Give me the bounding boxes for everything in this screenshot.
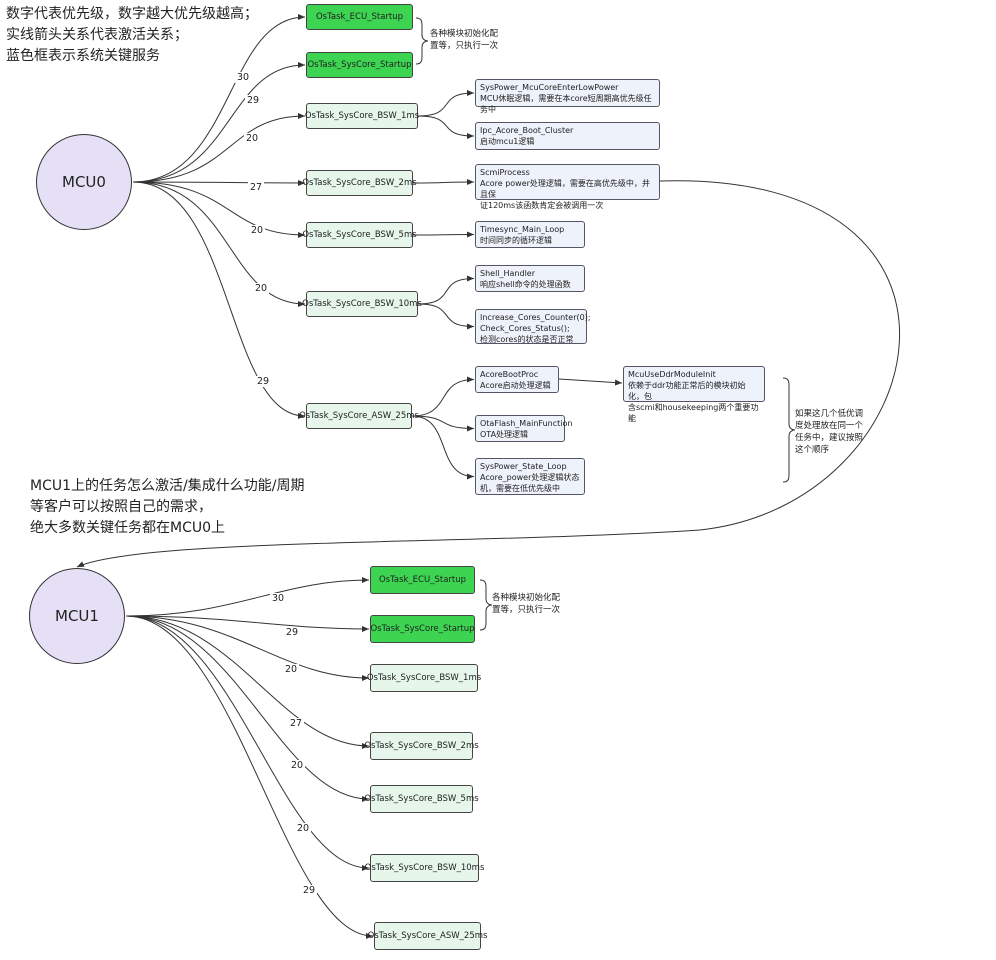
detail-text: 检测cores的状态是否正常 [480, 335, 574, 344]
mcu0-task-box: OsTask_SysCore_ASW_25ms [299, 403, 419, 429]
mcu0-activation-arrow [132, 62, 306, 183]
mcu1-activation-arrow [125, 615, 370, 632]
low-priority-brace [782, 377, 796, 483]
init-note-mcu1: 各种模块初始化配 置等，只执行一次 [492, 593, 561, 615]
detail-text: 依赖于ddr功能正常后的模块初始化，包 含scmi和housekeeping两个… [628, 381, 759, 423]
mcu0-activation-arrow [132, 179, 306, 186]
detail-activation-arrow [411, 415, 475, 480]
mcu0-activation-arrow [132, 181, 306, 419]
detail-title: Ipc_Acore_Boot_Cluster [480, 126, 574, 135]
detail-box: Timesync_Main_Loop 时间同步的循环逻辑 [475, 221, 585, 248]
mcu1-activation-arrow [125, 615, 370, 749]
detail-title: OtaFlash_MainFunction [480, 419, 573, 428]
mcu0-priority-label: 20 [244, 133, 261, 144]
mcu0-task-box: OsTask_SysCore_BSW_1ms [305, 103, 419, 129]
detail-box: Shell_Handler 响应shell命令的处理函数 [475, 265, 585, 292]
mcu0-priority-label: 27 [248, 182, 265, 193]
mcu0-activation-arrow [132, 14, 306, 183]
detail-activation-arrow [417, 115, 475, 139]
mcu0-priority-label: 20 [249, 225, 266, 236]
detail-title: Shell_Handler [480, 269, 536, 278]
mcu1-priority-label: 27 [288, 718, 305, 729]
detail-text: 时间同步的循环逻辑 [480, 236, 552, 245]
mcu1-node: MCU1 [29, 568, 125, 664]
mcu0-task-box: OsTask_SysCore_BSW_10ms [302, 291, 422, 317]
mcu1-task-box: OsTask_SysCore_BSW_1ms [367, 664, 481, 692]
detail-text: 响应shell命令的处理函数 [480, 280, 571, 289]
detail-activation-arrow [412, 179, 475, 186]
chain-arrow [558, 378, 623, 386]
detail-title: Timesync_Main_Loop [480, 225, 565, 234]
init-note-mcu0: 各种模块初始化配 置等，只执行一次 [430, 29, 499, 51]
detail-box: McuUseDdrModuleInit 依赖于ddr功能正常后的模块初始化，包 含… [623, 366, 765, 423]
mcu1-priority-label: 20 [283, 664, 300, 675]
low-priority-note: 如果这几个低优调 度处理放在同一个 任务中，建议按照 这个顺序 [795, 409, 864, 455]
detail-text: Acore power处理逻辑，需要在高优先级中，并且保 证120ms该函数肯定… [480, 179, 650, 210]
detail-text: Acore_power处理逻辑状态 机，需要在低优先级中 [480, 473, 580, 493]
mcu0-priority-label: 29 [245, 95, 262, 106]
mcu1-task-box: OsTask_SysCore_BSW_5ms [364, 785, 479, 813]
mcu0-priority-label: 20 [253, 283, 270, 294]
detail-activation-arrow [417, 275, 475, 305]
mcu1-task-box: OsTask_SysCore_BSW_10ms [365, 854, 484, 882]
detail-activation-arrow [417, 303, 475, 330]
mcu1-task-box: OsTask_SysCore_Startup [370, 615, 475, 643]
mcu1-activation-arrow [125, 615, 370, 802]
mcu1-note: MCU1上的任务怎么激活/集成什么功能/周期 等客户可以按照自己的需求， 绝大多… [30, 478, 305, 536]
detail-text: MCU休眠逻辑，需要在本core短周期高优先级任务中 [480, 94, 652, 114]
init-brace-mcu1 [479, 579, 493, 631]
mcu1-activation-arrow [125, 615, 370, 681]
detail-text: OTA处理逻辑 [480, 430, 529, 439]
mcu1-activation-arrow [125, 615, 374, 939]
mcu0-priority-label: 30 [235, 72, 252, 83]
mcu0-task-box: OsTask_SysCore_Startup [306, 52, 413, 78]
detail-box: Increase_Cores_Counter(0); Check_Cores_S… [475, 309, 591, 344]
mcu1-priority-label: 29 [284, 627, 301, 638]
mcu0-to-mcu1-arrow [76, 180, 901, 568]
mcu0-activation-arrow [132, 181, 306, 238]
mcu0-activation-arrow [132, 113, 306, 183]
detail-text: Acore启动处理逻辑 [480, 381, 551, 390]
detail-title: ScmiProcess [480, 168, 530, 177]
mcu0-node: MCU0 [36, 134, 132, 230]
detail-title: AcoreBootProc [480, 370, 539, 379]
mcu0-priority-label: 29 [255, 376, 272, 387]
mcu0-task-box: OsTask_SysCore_BSW_2ms [302, 170, 417, 196]
mcu1-activation-arrow [125, 615, 370, 871]
detail-title: SysPower_McuCoreEnterLowPower [480, 83, 619, 92]
detail-activation-arrow [411, 415, 475, 432]
mcu1-activation-arrow [125, 577, 370, 617]
detail-title: SysPower_State_Loop [480, 462, 567, 471]
mcu0-task-box: OsTask_ECU_Startup [306, 4, 413, 30]
mcu1-task-box: OsTask_SysCore_BSW_2ms [364, 732, 479, 760]
detail-text: 启动mcu1逻辑 [480, 137, 535, 146]
mcu1-priority-label: 20 [289, 760, 306, 771]
detail-activation-arrow [417, 90, 475, 117]
mcu1-priority-label: 20 [295, 823, 312, 834]
legend-note: 数字代表优先级，数字越大优先级越高； 实线箭头关系代表激活关系； 蓝色框表示系统… [6, 6, 258, 64]
detail-title: Increase_Cores_Counter(0); Check_Cores_S… [480, 313, 591, 333]
detail-box: Ipc_Acore_Boot_Cluster 启动mcu1逻辑 [475, 122, 660, 150]
detail-activation-arrow [412, 231, 475, 238]
mcu0-activation-arrow [132, 181, 306, 307]
detail-activation-arrow [411, 376, 475, 417]
mcu1-priority-label: 29 [301, 885, 318, 896]
init-brace-mcu0 [415, 17, 429, 65]
detail-title: McuUseDdrModuleInit [628, 370, 716, 379]
mcu1-task-box: OsTask_SysCore_ASW_25ms [368, 922, 487, 950]
mcu0-task-box: OsTask_SysCore_BSW_5ms [302, 222, 417, 248]
mcu1-priority-label: 30 [270, 593, 287, 604]
mcu1-task-box: OsTask_ECU_Startup [370, 566, 475, 594]
